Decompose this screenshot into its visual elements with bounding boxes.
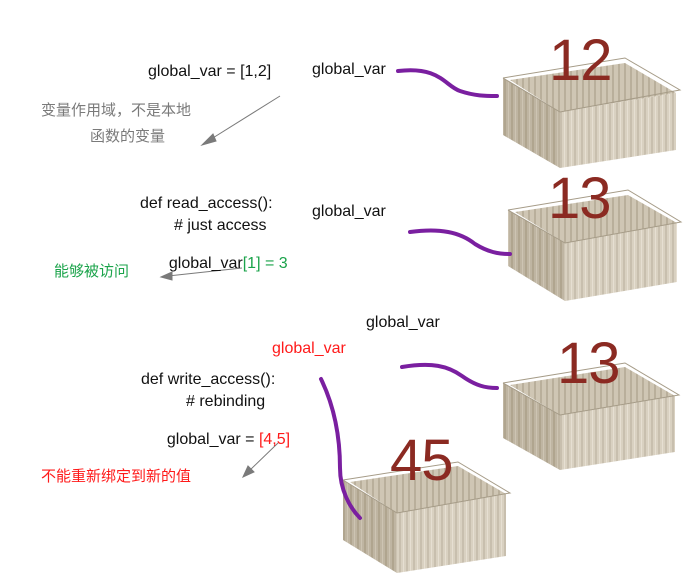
code-write-assignment: global_var = [4,5] <box>158 416 290 448</box>
label-global-var-1: global_var <box>312 61 386 78</box>
reference-line-1 <box>396 68 499 98</box>
note-scope-line1: 变量作用域，不是本地 <box>41 101 192 119</box>
box-1-left-side <box>503 78 560 168</box>
box-4 <box>342 461 512 573</box>
box-4-front <box>397 494 506 573</box>
code-write-var: global_var = <box>166 431 259 448</box>
box-2-front <box>565 223 677 301</box>
note-cannot-rebind: 不能重新绑定到新的值 <box>41 467 192 485</box>
box-2-left-side <box>508 210 565 301</box>
reference-line-3 <box>400 362 499 390</box>
reference-line-2 <box>408 228 512 256</box>
box-1 <box>502 57 682 168</box>
code-read-assignment: global_var[1] = 3 <box>160 240 288 272</box>
note-scope-line2: 函数的变量 <box>90 127 166 145</box>
code-def-write-access: def write_access(): <box>141 371 276 388</box>
code-comment-rebinding: # rebinding <box>186 393 266 410</box>
box-3-front <box>560 396 675 470</box>
note-arrow-1 <box>200 95 281 147</box>
label-global-var-3: global_var <box>366 314 440 331</box>
value-13-read: 13 <box>548 166 612 231</box>
value-45: 45 <box>390 428 454 493</box>
code-comment-just-access: # just access <box>174 217 267 234</box>
box-4-inner-back <box>350 466 506 513</box>
box-3-inner-back <box>510 367 675 415</box>
code-write-value: [4,5] <box>258 431 291 448</box>
note-arrow-2 <box>159 267 243 281</box>
box-3 <box>502 362 681 470</box>
value-13-write: 13 <box>557 331 621 396</box>
box-3-left-side <box>503 383 560 470</box>
box-1-inner-back <box>510 63 676 112</box>
value-12: 12 <box>549 28 613 93</box>
label-global-var-local: global_var <box>272 340 346 357</box>
box-2-inner-back <box>515 195 677 243</box>
reference-line-4 <box>319 377 362 520</box>
note-accessible: 能够被访问 <box>54 262 130 280</box>
box-1-front <box>560 93 676 168</box>
code-def-read-access: def read_access(): <box>140 195 273 212</box>
code-global-assignment: global_var = [1,2] <box>148 63 272 80</box>
box-4-left-side <box>343 480 397 573</box>
code-read-var: global_var <box>168 255 243 272</box>
note-arrow-3 <box>241 442 279 479</box>
box-2 <box>507 189 683 301</box>
code-read-index: [1] = 3 <box>242 255 288 272</box>
label-global-var-2: global_var <box>312 203 386 220</box>
